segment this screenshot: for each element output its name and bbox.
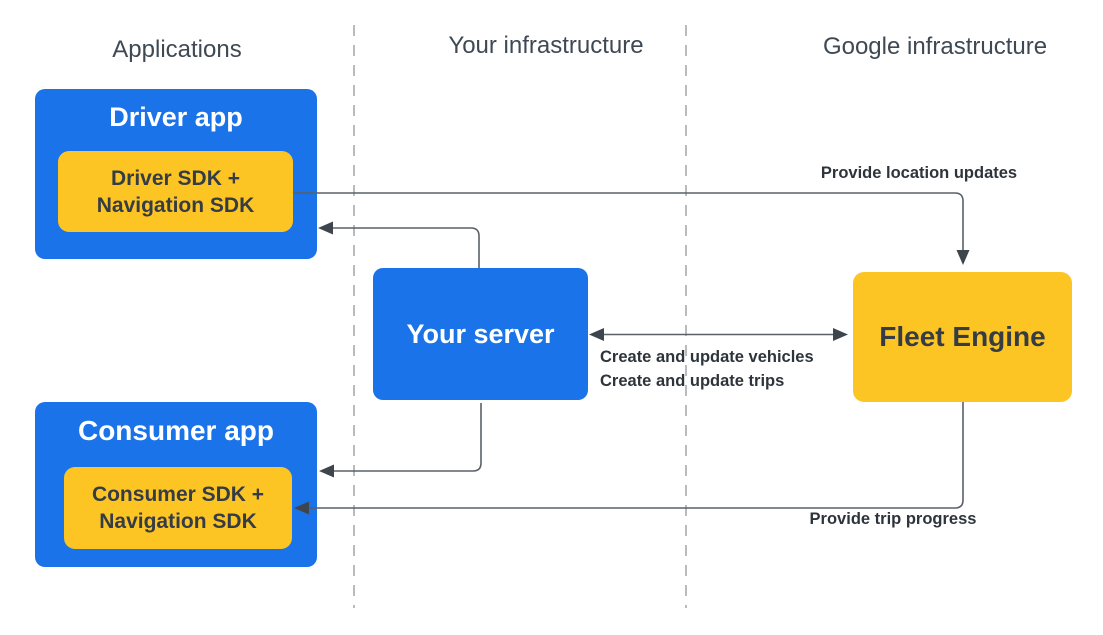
driver-app-title: Driver app [109,102,243,132]
arrowhead-into-consumer-app [319,464,334,478]
your-server-title: Your server [406,318,555,349]
consumer-sdk-label-line1: Consumer SDK + [91,483,265,506]
column-header-your-infrastructure: Your infrastructure [448,32,644,59]
driver-sdk-label-line2: Navigation SDK [96,193,255,217]
arrow-provide-trip-progress [309,402,964,509]
consumer-sdk-label-line2: Navigation SDK [99,510,257,533]
column-header-applications: Applications [112,36,242,63]
consumer-app-box: Consumer app Consumer SDK + Navigation S… [35,402,317,567]
consumer-app-title: Consumer app [77,415,275,446]
consumer-sdk-box: Consumer SDK + Navigation SDK [64,467,292,549]
arrow-server-to-consumer-app [334,403,482,472]
label-provide-trip-progress: Provide trip progress [809,510,977,528]
label-create-and-update: Create and update vehicles Create and up… [600,345,814,393]
driver-sdk-box: Driver SDK + Navigation SDK [58,151,293,232]
column-header-google-infrastructure: Google infrastructure [822,33,1048,60]
label-create-and-update-trips: Create and update trips [600,372,785,390]
label-provide-location-updates: Provide location updates [820,164,1018,182]
label-create-and-update-vehicles: Create and update vehicles [600,348,814,366]
arrow-server-to-driver-app [333,227,480,268]
arrowhead-into-fleet-engine [956,250,970,265]
arrowhead-into-your-server [589,328,604,341]
your-server-box: Your server [373,268,588,400]
driver-sdk-label-line1: Driver SDK + [111,166,240,190]
arrowhead-into-fleet-engine-left [833,328,848,341]
arrowhead-into-driver-app [318,221,333,235]
fleet-engine-box: Fleet Engine [853,272,1072,402]
driver-app-box: Driver app Driver SDK + Navigation SDK [35,89,317,259]
fleet-engine-title: Fleet Engine [879,321,1046,352]
arrow-provide-location-updates [293,192,964,251]
